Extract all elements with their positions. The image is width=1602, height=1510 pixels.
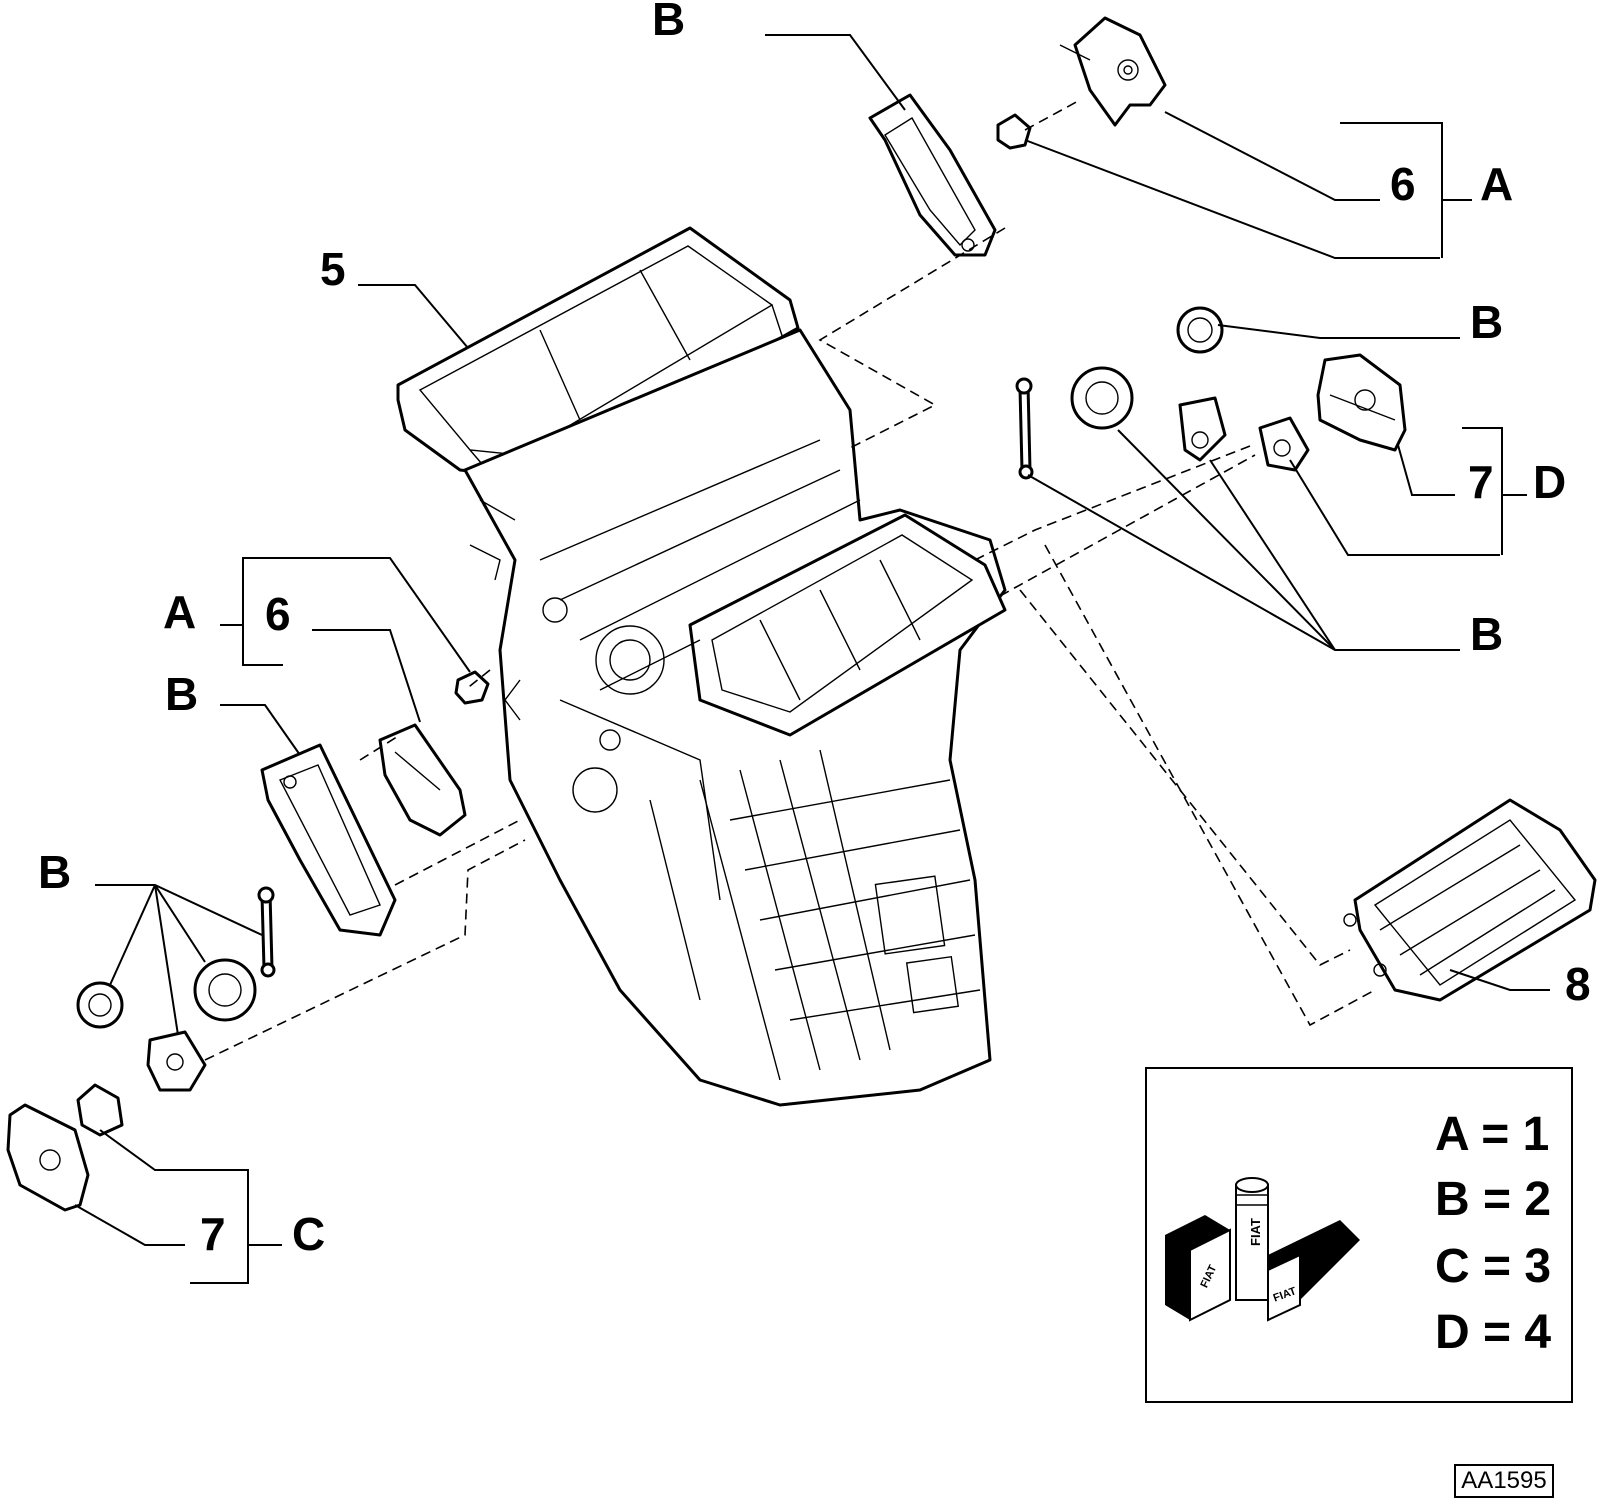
rod-right <box>1015 377 1034 480</box>
legend-row-c: C = 3 <box>1435 1240 1551 1293</box>
callout-6-top: 6 <box>1390 158 1416 210</box>
fiat-parts-logo: FIAT FIAT FIAT <box>1165 1177 1360 1322</box>
gear-right-top <box>1176 306 1224 354</box>
legend-row-b: B = 2 <box>1435 1173 1551 1226</box>
callout-d-right: D <box>1533 456 1566 508</box>
callout-6-left: 6 <box>265 588 291 640</box>
logo-text-can: FIAT <box>1248 1218 1263 1246</box>
lever-right <box>1178 396 1227 462</box>
assembly-lines <box>204 99 1376 1061</box>
callout-a-left: A <box>163 586 196 638</box>
heater-housing-part-5 <box>396 226 1007 1107</box>
callout-b-left-upper: B <box>165 668 198 720</box>
lever-left <box>146 1030 207 1092</box>
gear-left-large <box>193 958 257 1022</box>
actuator-bracket-left <box>260 743 397 937</box>
gear-left-small <box>76 981 124 1029</box>
actuator-left-c <box>6 1103 90 1212</box>
gear-wheel-right <box>1070 366 1134 430</box>
callout-b-top: B <box>652 0 685 45</box>
filter-part-8 <box>1343 798 1597 1002</box>
legend-row-a: A = 1 <box>1435 1108 1549 1161</box>
callout-8: 8 <box>1565 958 1591 1010</box>
actuator-left-6 <box>378 723 467 837</box>
callout-b-left-lower: B <box>38 846 71 898</box>
callout-5: 5 <box>320 243 346 295</box>
connector-left <box>454 670 490 705</box>
callout-b-right-top: B <box>1470 296 1503 348</box>
callout-7-left: 7 <box>200 1208 226 1260</box>
callout-b-right-mid: B <box>1470 608 1503 660</box>
group-brackets <box>190 122 1527 1284</box>
actuator-bracket-top <box>868 93 997 257</box>
callout-labels: B 6 A 5 B 7 D B A 6 B B 7 C 8 <box>38 0 1591 1260</box>
reference-code: AA1595 <box>1454 1464 1554 1498</box>
actuator-top-right <box>1059 16 1167 127</box>
callout-c-left: C <box>292 1208 325 1260</box>
legend-row-d: D = 4 <box>1435 1306 1551 1359</box>
rod-left <box>257 886 276 978</box>
callout-a-top: A <box>1480 158 1513 210</box>
callout-7-right: 7 <box>1468 456 1494 508</box>
connector-top <box>996 113 1032 150</box>
leader-lines <box>74 34 1550 1246</box>
actuator-right-d <box>1316 353 1407 452</box>
gear-sector-right <box>1258 416 1310 472</box>
legend-box: FIAT FIAT FIAT A = 1 B = 2 C = 3 D = 4 <box>1145 1067 1573 1403</box>
gear-sector-left <box>76 1083 124 1137</box>
